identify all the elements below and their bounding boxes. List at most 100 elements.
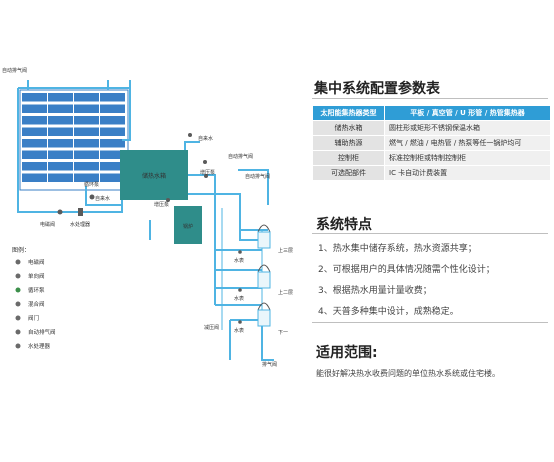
collector-tube [22,104,47,113]
solar-system-diagram: 储热水箱 锅炉 自动排气阀 自来水 自动排气阀 循环泵 自动排气阀 自来水 电磁… [2,67,293,368]
scope-text: 能很好解决热水收费问题的单位热水系统或住宅楼。 [316,369,500,378]
table-header: 太阳能集热器类型 [312,105,385,121]
label-water-meter-3: 水表 [234,327,244,334]
divider [312,98,548,99]
boiler: 锅炉 [174,206,202,244]
label-auto-air-vent-mid: 自动排气阀 [245,173,270,180]
table-cell: 可选配部件 [312,165,385,181]
collector-tube [48,104,73,113]
circulation-pump-icon [89,194,95,200]
collector-tube [74,93,99,102]
collector-tube [74,127,99,136]
valve-icon [15,315,21,321]
booster-pump-icon [204,174,208,178]
config-title: 集中系统配置参数表 [314,81,440,97]
info-panel: 集中系统配置参数表 太阳能集热器类型 平板 / 真空管 / U 形管 / 热管集… [312,0,554,462]
table-cell: IC 卡自动计费装置 [384,165,551,181]
collector-tube [74,173,99,182]
water-treatment-icon [15,343,21,349]
label-air-vent-top: 自动排气阀 [2,67,27,74]
valve-icon [238,250,242,254]
water-treatment-icon [78,208,83,216]
table-cell: 燃气 / 燃油 / 电热管 / 热泵等任一锅炉均可 [384,135,551,151]
label-second-floor: 上二层 [278,289,293,296]
collector-tube [22,173,47,182]
features-title: 系统特点 [316,217,372,233]
collector-tube [100,139,125,148]
valve-icon [238,288,242,292]
label-booster-pump-1: 增压泵 [200,169,215,176]
label-lower-floor: 下一 [278,330,288,336]
table-cell: 辅助热源 [312,135,385,151]
label-booster-pump-2: 增压泵 [154,201,169,208]
collector-tube [100,104,125,113]
table-cell: 圆柱形或矩形不锈钢保温水箱 [384,120,551,136]
storage-tank-label: 储热水箱 [142,172,166,180]
label-water-meter-1: 水表 [234,257,244,264]
collector-tube [74,139,99,148]
table-cell: 控制柜 [312,150,385,166]
legend-item-label: 阀门 [28,314,39,322]
collector-tube [22,116,47,125]
collector-tube [74,150,99,159]
tap-valve-icon [188,133,192,137]
table-cell: 储热水箱 [312,120,385,136]
label-solenoid-valve: 电磁阀 [40,221,55,228]
feature-item: 3、根据热水用量计量收费； [318,286,432,296]
check-valve-icon [15,273,21,279]
label-tap-water: 自来水 [198,135,213,142]
boiler-label: 锅炉 [183,223,193,230]
collector-tube [22,139,47,148]
collector-tube [22,162,47,171]
collector-tube [48,150,73,159]
label-water-meter-2: 水表 [234,295,244,302]
table-cell: 标准控制柜或特制控制柜 [384,150,551,166]
legend-item-label: 自动排气阀 [28,328,56,336]
label-upper-floor: 上三层 [278,247,293,254]
table-row: 储热水箱 圆柱形或矩形不锈钢保温水箱 [312,120,551,136]
collector-tube [48,162,73,171]
solenoid-valve-icon [15,259,21,265]
legend-item-label: 单向阀 [28,272,45,280]
auto-air-vent-icon [15,329,21,335]
table-header: 平板 / 真空管 / U 形管 / 热管集热器 [384,105,551,121]
table-header-row: 太阳能集热器类型 平板 / 真空管 / U 形管 / 热管集热器 [312,105,551,121]
booster-pump-icon [166,198,170,202]
legend-item-label: 电磁阀 [28,258,45,266]
table-row: 可选配部件 IC 卡自动计费装置 [312,165,551,181]
legend-item-label: 循环泵 [28,286,45,294]
collector-tube [48,173,73,182]
collector-tube [74,162,99,171]
label-water-treatment: 水处理器 [70,221,90,228]
storage-tank: 储热水箱 [120,150,188,200]
valve-icon [238,320,242,324]
legend-title: 图例： [12,246,30,254]
label-tap-water-left: 自来水 [95,195,110,202]
collector-tube [100,162,125,171]
collector-tube [48,139,73,148]
table-row: 辅助热源 燃气 / 燃油 / 电热管 / 热泵等任一锅炉均可 [312,135,551,151]
component-symbols [57,133,242,324]
collector-tube [100,173,125,182]
collector-tube [100,116,125,125]
collector-tube [100,150,125,159]
solar-collector-array [19,89,129,191]
collector-tube [100,127,125,136]
table-row: 控制柜 标准控制柜或特制控制柜 [312,150,551,166]
collector-tube [22,127,47,136]
auto-air-vent-icon [203,160,207,164]
collector-tubes [22,93,125,182]
feature-item: 1、热水集中储存系统，热水资源共享； [318,244,477,254]
solenoid-valve-icon [57,209,63,215]
legend-item-label: 混合阀 [28,300,45,308]
label-drain-valve: 排气阀 [262,361,277,368]
collector-tube [74,116,99,125]
floor-fixture [257,224,271,327]
label-pressure-reducing-valve: 减压阀 [204,324,219,331]
collector-tube [100,93,125,102]
mixing-valve-icon [15,301,21,307]
circulation-pump-icon [15,287,21,293]
collector-tube [22,150,47,159]
